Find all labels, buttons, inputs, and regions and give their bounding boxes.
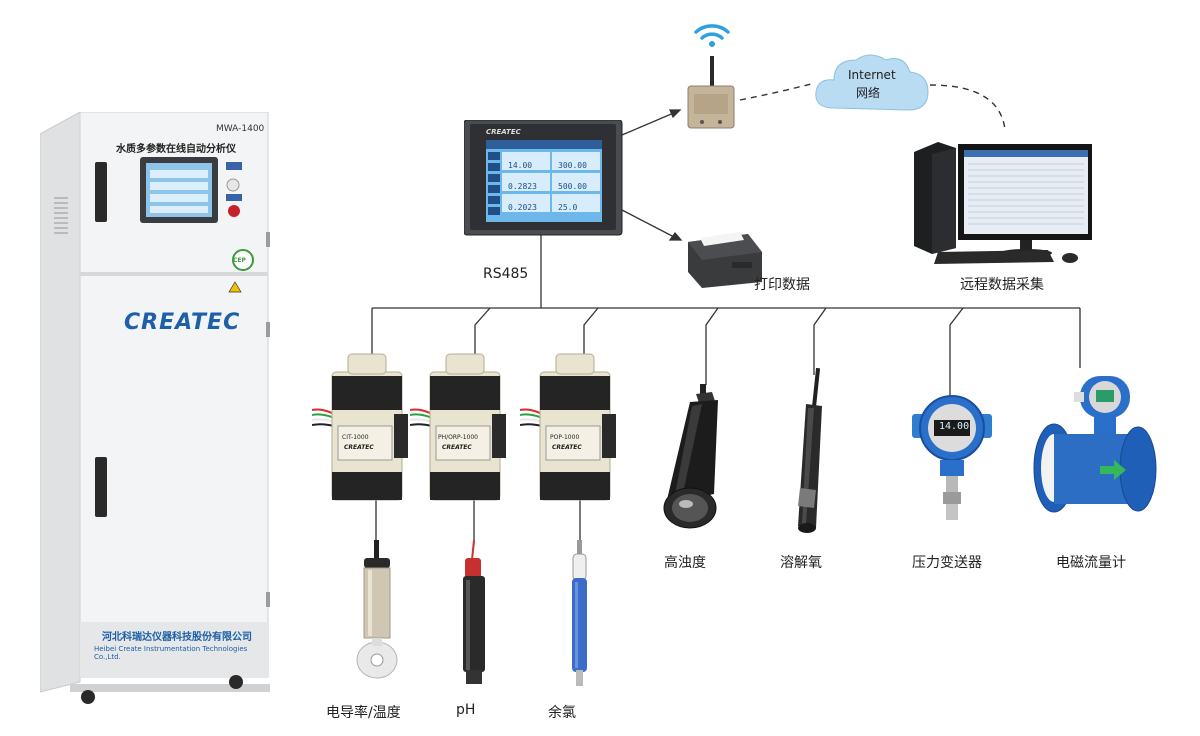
chlorine-probe [562,540,598,690]
transmitter-module-ph: PH/ORP-1000 CREATEC [409,352,510,502]
hmi-value: 0.2023 [508,203,537,212]
arrow-to-wireless [621,111,677,136]
module-code: CIT-1000 [342,434,369,441]
module-code: POP-1000 [550,434,580,441]
transmitter-module-chlorine: POP-1000 CREATEC [519,352,620,502]
flow-arrow-icon [1100,460,1126,480]
pressure-label: 压力变送器 [912,555,982,571]
analyzer-cabinet: MWA-1400 水质多参数在线自动分析仪 CEP CREATEC 河北科瑞达仪… [39,111,271,707]
dashed-link-wireless-internet [739,82,816,101]
company-name-cn: 河北科瑞达仪器科技股份有限公司 [102,632,252,643]
module-brand: CREATEC [552,444,582,451]
remote-computer [912,140,1094,270]
drop-module-3 [583,307,599,360]
drop-pressure [949,307,964,395]
pressure-transmitter: 14.00 [906,392,998,526]
module-brand: CREATEC [344,444,374,451]
network-label: 网络 [856,86,881,100]
conductivity-probe [350,540,404,690]
remote-data-label: 远程数据采集 [960,277,1044,293]
company-name-en: Heibei Create Instrumentation Technologi… [94,645,248,661]
ph-label: pH [456,702,476,718]
caster-wheel-icon [229,675,243,689]
drop-module-2 [474,307,491,360]
drop-turbidity [705,307,719,385]
wifi-icon [694,24,730,40]
hmi-value: 500.00 [558,182,587,191]
hmi-value: 14.00 [508,161,533,170]
module-brand: CREATEC [442,444,472,451]
turbidity-label: 高浊度 [664,555,706,571]
turbidity-sensor [656,384,726,532]
arrow-head-wireless [669,109,682,119]
lower-door-handle [95,457,107,517]
dissolved-oxygen-sensor [786,367,830,540]
upper-door-handle [95,162,107,222]
electromagnetic-flowmeter [1030,372,1160,528]
hmi-touch-panel: CREATEC 14.00 300.00 0.2823 500.00 0.202… [463,119,624,236]
pressure-display: 14.00 [939,421,970,432]
internet-cloud: Internet 网络 [812,48,932,118]
cabinet-title: 水质多参数在线自动分析仪 [116,144,236,155]
arrow-to-printer [621,209,677,239]
warning-icon [228,281,242,293]
cep-badge: CEP [233,257,246,264]
wireless-module [680,14,742,138]
dashed-link-internet-pc [929,84,1006,131]
drop-do [813,307,827,375]
cabinet-brand-logo: CREATEC [124,310,241,335]
print-data-label: 打印数据 [754,277,810,293]
do-label: 溶解氧 [780,555,822,571]
arrow-head-printer [668,231,683,241]
chlorine-label: 余氯 [548,705,576,721]
transmitter-module-conductivity: CIT-1000 CREATEC [311,352,412,502]
hmi-value: 25.0 [558,203,578,212]
printer-device [682,212,764,290]
rs485-label: RS485 [483,266,529,282]
internet-label: Internet [848,68,896,82]
cabinet-model: MWA-1400 [216,124,265,134]
emergency-stop-icon [228,205,240,217]
conductivity-label: 电导率/温度 [326,705,401,721]
ph-probe [454,539,494,690]
hmi-value: 300.00 [558,161,587,170]
hmi-value: 0.2823 [508,182,537,191]
hmi-brand: CREATEC [486,128,521,136]
caster-wheel-icon [81,690,95,704]
flowmeter-label: 电磁流量计 [1056,555,1126,571]
module-code: PH/ORP-1000 [438,434,478,441]
